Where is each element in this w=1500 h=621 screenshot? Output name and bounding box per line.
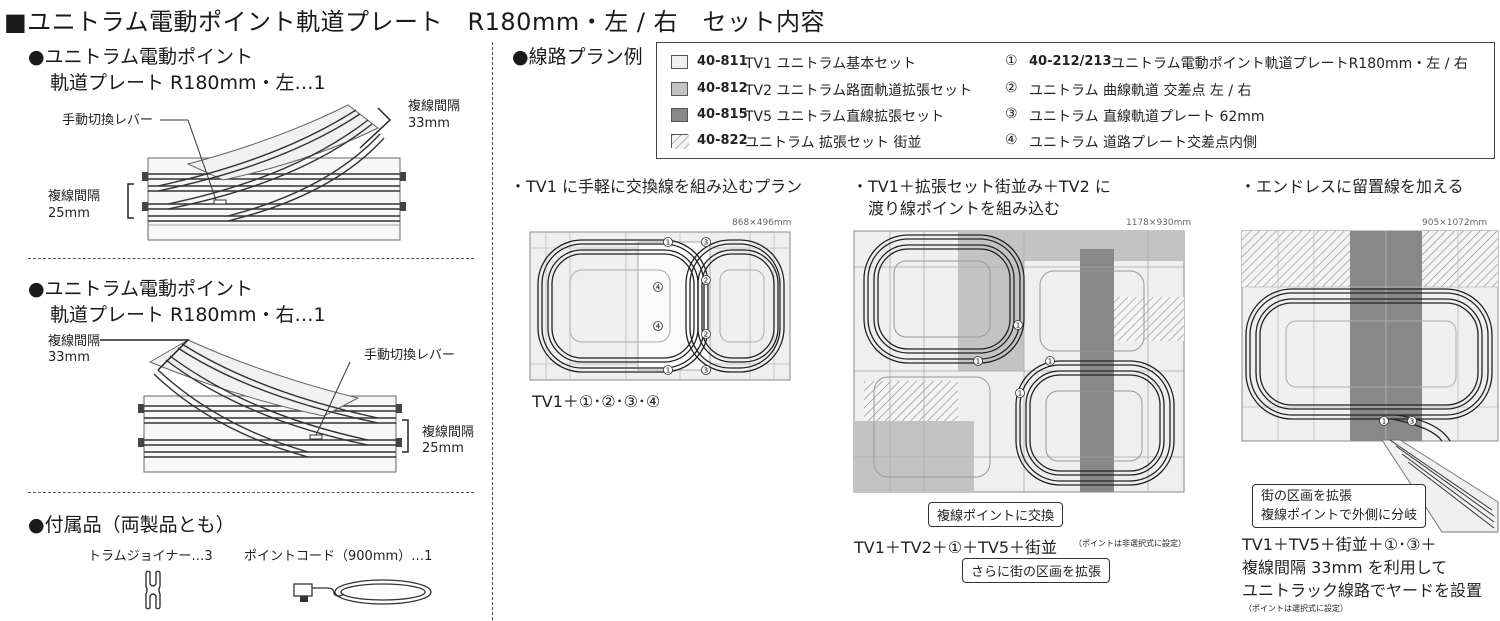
joiner-label: トラムジョイナー…3 [88, 549, 213, 564]
svg-text:1: 1 [1382, 418, 1386, 426]
legend-code: 40-811 [697, 54, 748, 69]
svg-text:3: 3 [704, 239, 708, 247]
svg-text:4: 4 [656, 323, 661, 331]
column-divider [492, 42, 493, 620]
left-top-spacing-label: 複線間隔 [408, 99, 461, 114]
legend-code: 40-822 [697, 133, 748, 148]
legend-name: TV2 ユニトラム路面軌道拡張セット [745, 83, 973, 99]
right-top-spacing-label: 複線間隔 [48, 334, 101, 349]
plan2-title: ・TV1＋拡張セット街並み＋TV2 に [852, 177, 1111, 196]
legend-code: 40-815 [697, 107, 748, 122]
plan2-callout-2: さらに街の区画を拡張 [962, 558, 1111, 583]
svg-text:1: 1 [1016, 322, 1020, 330]
plan3-callout-line-1: 街の区画を拡張 [1261, 489, 1353, 504]
numbered-num: ② [1005, 80, 1018, 96]
left-side-spacing-value: 25mm [48, 206, 90, 221]
plan3-size: 905×1072mm [1422, 218, 1488, 228]
svg-text:3: 3 [704, 367, 708, 375]
left-lever-label: 手動切換レバー [62, 113, 154, 128]
left-divider-1 [28, 258, 474, 259]
right-item-heading: ●ユニトラム電動ポイント [28, 278, 254, 300]
accessories-heading: ●付属品（両製品とも） [28, 514, 235, 536]
plan3-caption-1: TV1＋TV5＋街並＋①･③＋ [1242, 535, 1437, 554]
plan1-caption: TV1＋①･②･③･④ [532, 392, 661, 411]
legend-swatch-tv1 [671, 55, 688, 69]
legend-name: TV5 ユニトラム直線拡張セット [745, 109, 945, 125]
tram-joiner-icon [145, 570, 161, 610]
left-divider-2 [28, 492, 474, 493]
right-side-spacing-label: 複線間隔 [422, 425, 475, 440]
legend-name: ユニトラム 拡張セット 街並 [745, 135, 922, 151]
plan1-layout: 1 3 2 2 1 3 4 4 [529, 231, 791, 381]
svg-text:3: 3 [1410, 418, 1414, 426]
plan1-title: ・TV1 に手軽に交換線を組み込むプラン [510, 177, 802, 196]
right-side-spacing-value: 25mm [422, 441, 464, 456]
left-item-heading-2: 軌道プレート R180mm・左…1 [50, 72, 326, 94]
plan2-layout: 1 1 1 1 [853, 230, 1185, 493]
plan3-caption-3: ユニトラック線路でヤードを設置 [1242, 581, 1483, 600]
svg-text:1: 1 [1018, 390, 1022, 398]
cord-label: ポイントコード（900mm）…1 [244, 549, 433, 564]
plan3-title: ・エンドレスに留置線を加える [1240, 177, 1464, 196]
svg-text:1: 1 [666, 367, 670, 375]
legend-swatch-tv5 [671, 108, 688, 122]
plan3-yard-extension [1381, 439, 1499, 533]
numbered-name: ユニトラム 直線軌道プレート 62mm [1029, 109, 1265, 125]
right-top-spacing-value: 33mm [48, 350, 90, 365]
svg-text:2: 2 [704, 277, 708, 285]
right-point-diagram [100, 339, 409, 473]
point-cord-icon [293, 579, 432, 605]
svg-text:4: 4 [656, 284, 661, 292]
plans-heading: ●線路プラン例 [512, 46, 643, 68]
right-lever-label: 手動切換レバー [364, 348, 456, 363]
plan2-title-2: 渡り線ポイントを組み込む [852, 199, 1061, 218]
svg-text:1: 1 [1048, 358, 1052, 366]
numbered-name: ユニトラム 道路プレート交差点内側 [1029, 135, 1258, 151]
left-side-spacing-label: 複線間隔 [48, 189, 101, 204]
svg-text:2: 2 [704, 331, 708, 339]
legend-swatch-tv2 [671, 82, 688, 96]
numbered-num: ① [1005, 53, 1018, 69]
plan2-caption: TV1＋TV2＋①＋TV5＋街並 [854, 538, 1058, 557]
legend-name: TV1 ユニトラム基本セット [745, 56, 917, 72]
left-item-heading: ●ユニトラム電動ポイント [28, 46, 254, 68]
legend-box: 40-811 TV1 ユニトラム基本セット 40-812 TV2 ユニトラム路面… [656, 42, 1495, 159]
plan2-size: 1178×930mm [1126, 218, 1192, 228]
legend-code: 40-812 [697, 81, 748, 96]
plan3-caption-2: 複線間隔 33mm を利用して [1242, 558, 1448, 577]
svg-text:1: 1 [666, 239, 670, 247]
plan3-caption-note: （ポイントは選択式に設定） [1244, 604, 1348, 613]
plan1-size: 868×496mm [732, 218, 792, 228]
plan2-caption-note: （ポイントは非選択式に設定） [1074, 539, 1186, 548]
numbered-num: ④ [1005, 132, 1018, 148]
numbered-num: ③ [1005, 106, 1018, 122]
plan2-callout-1: 複線ポイントに交換 [928, 502, 1064, 527]
svg-text:1: 1 [976, 358, 980, 366]
numbered-name: ユニトラム 曲線軌道 交差点 左 / 右 [1029, 83, 1252, 99]
legend-swatch-town [671, 134, 689, 149]
plan3-callout: 街の区画を拡張 複線ポイントで外側に分岐 [1252, 484, 1427, 528]
page-title: ■ユニトラム電動ポイント軌道プレート R180mm・左 / 右 セット内容 [4, 8, 826, 36]
numbered-name: ユニトラム電動ポイント軌道プレートR180mm・左 / 右 [1111, 56, 1468, 72]
left-top-spacing-value: 33mm [408, 116, 450, 131]
left-point-diagram [127, 104, 406, 241]
plan3-layout: 1 3 [1241, 230, 1499, 442]
numbered-code: 40-212/213 [1029, 54, 1112, 69]
right-item-heading-2: 軌道プレート R180mm・右…1 [50, 304, 326, 326]
plan3-callout-line-2: 複線ポイントで外側に分岐 [1261, 508, 1418, 523]
